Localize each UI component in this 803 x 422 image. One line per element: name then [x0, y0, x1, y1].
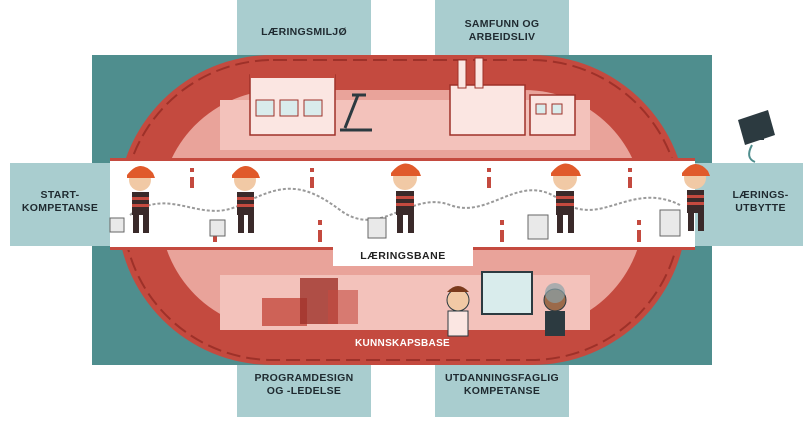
- learning-environment-building-illustration: [249, 70, 372, 136]
- right-panel: [692, 163, 803, 246]
- label-laeringsmiljo: LÆRINGSMILJØ: [261, 26, 347, 38]
- society-factory-illustration: [449, 57, 576, 136]
- left-panel: [10, 163, 110, 246]
- path-border-top: [110, 158, 695, 161]
- graduation-cap-icon: [738, 110, 775, 163]
- label-programdesign: PROGRAMDESIGN OG -LEDELSE: [254, 372, 354, 398]
- knowledge-blocks-illustration: [262, 278, 358, 326]
- label-laeringsutbytte: LÆRINGS- UTBYTTE: [732, 189, 789, 215]
- banner-kunnskapsbase: KUNNSKAPSBASE: [354, 338, 451, 349]
- banner-laeringsbane: LÆRINGSBANE: [333, 246, 473, 266]
- path-rope: [129, 187, 681, 221]
- learner-figure-4: [527, 163, 581, 240]
- teachers-illustration: [446, 271, 567, 337]
- whiteboard: [481, 271, 533, 315]
- learner-figure-2: [209, 165, 260, 237]
- learner-figure-graduate: [659, 163, 710, 237]
- label-utdanningsfaglig-kompetanse: UTDANNINGSFAGLIG KOMPETANSE: [445, 372, 559, 398]
- learner-figure-1: [109, 165, 155, 233]
- label-startkompetanse: START- KOMPETANSE: [21, 189, 99, 215]
- label-samfunn-og-arbeidsliv: SAMFUNN OG ARBEIDSLIV: [464, 18, 540, 44]
- learner-figure-3: [367, 163, 421, 239]
- microscope-icon: [340, 93, 372, 132]
